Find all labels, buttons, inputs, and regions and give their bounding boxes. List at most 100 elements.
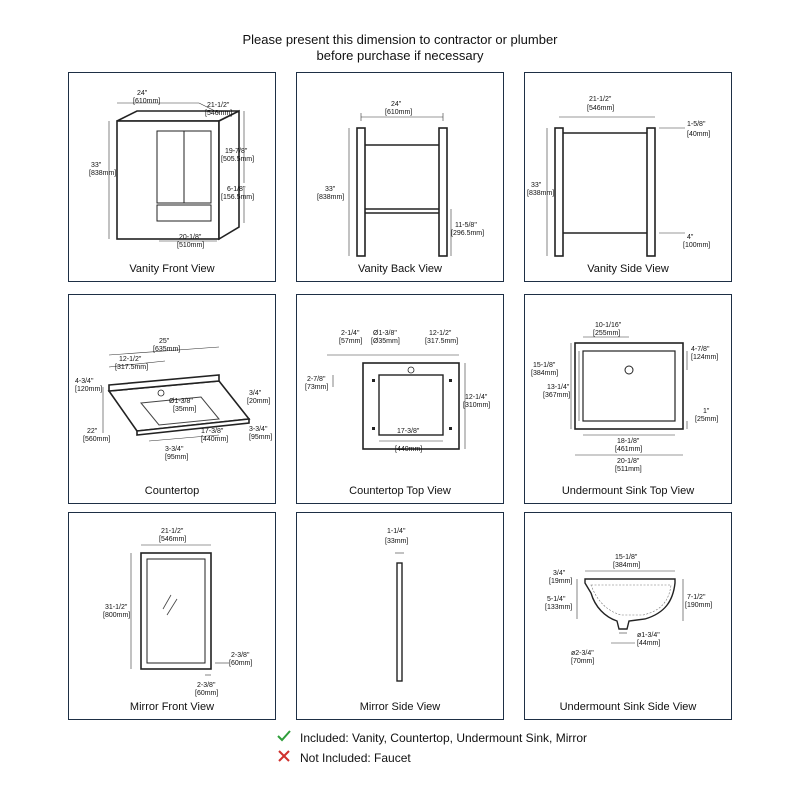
label: ø2-3/4" [571,650,594,657]
label: [800mm] [103,612,130,619]
label: ø1-3/4" [637,632,660,639]
label: 2-1/4" [341,330,360,337]
faucet-hole [157,389,165,397]
label: [384mm] [531,370,558,377]
panel-sink-top: 10-1/16" [255mm] 15-1/8" [384mm] 4-7/8" … [524,294,732,504]
label: [60mm] [229,660,252,667]
label: 1-1/4" [387,528,406,535]
label: 10-1/16" [595,322,622,329]
label: 17-3/8" [201,428,224,435]
glass-reflection [162,594,172,610]
legend-not-included: Not Included: Faucet [276,748,587,768]
label: 11-5/8" [455,222,477,229]
label: 1" [703,408,710,415]
label: 18-1/8" [617,438,640,445]
mount-hole [449,427,452,430]
glass-reflection [166,598,178,616]
mount-hole [372,427,375,430]
label: [57mm] [339,338,362,345]
label: [19mm] [549,578,572,585]
label: 1-5/8" [687,121,706,128]
header-line-2: before purchase if necessary [316,48,484,63]
label: 12-1/2" [119,356,142,363]
label: [255mm] [593,330,620,337]
mount-hole [449,379,452,382]
label: [610mm] [133,98,160,105]
label: 3-3/4" [249,426,268,433]
label: 21-1/2" [207,102,230,109]
side-leg-back [646,127,656,257]
label: [73mm] [305,384,328,391]
label: [156.5mm] [221,194,254,201]
label: [20mm] [247,398,270,405]
legend-included: Included: Vanity, Countertop, Undermount… [276,728,587,748]
label: 4-7/8" [691,346,710,353]
label: 4-3/4" [75,378,94,385]
label: 3/4" [249,390,262,397]
vanity-side-face [218,109,240,241]
caption-vanity-front: Vanity Front View [129,263,215,275]
side-leg-front [554,127,564,257]
label: 33" [531,182,542,189]
label: 6-1/8" [227,186,246,193]
label: 20-1/8" [179,234,202,241]
label: [40mm] [687,131,710,138]
sink-cutout [140,396,220,426]
label: 21-1/2" [589,96,612,103]
label: [838mm] [89,170,116,177]
countertop-top-drawing: 2-1/4" [57mm] Ø1-3/8" [Ø35mm] 12-1/2" [3… [305,330,490,453]
panel-vanity-side: 21-1/2" [546mm] 1-5/8" [40mm] 33" [838mm… [524,72,732,282]
panel-mirror-side: 1-1/4" [33mm] Mirror Side View [296,512,504,720]
caption-sink-side: Undermount Sink Side View [559,701,697,713]
vanity-back-drawing: 24" [610mm] 33" [838mm] 11-5/8" [296.5mm… [317,101,484,257]
label: 22" [87,428,98,435]
panel-countertop-top: 2-1/4" [57mm] Ø1-3/8" [Ø35mm] 12-1/2" [3… [296,294,504,504]
label: 3-3/4" [165,446,184,453]
label: Ø1-3/8" [169,398,193,405]
vanity-front-drawing: 24" [610mm] 21-1/2" [546mm] 33" [838mm] … [89,90,254,249]
label: [70mm] [571,658,594,665]
caption-vanity-back: Vanity Back View [358,263,442,275]
label: [546mm] [587,105,614,112]
sink-inner-line [590,584,672,616]
label: 2-3/8" [197,682,216,689]
label: 17-3/8" [397,428,420,435]
label: [95mm] [249,434,272,441]
label: [635mm] [153,346,180,353]
sink-top-drawing: 10-1/16" [255mm] 15-1/8" [384mm] 4-7/8" … [531,322,718,473]
vanity-drawer [156,204,212,222]
label: 15-1/8" [533,362,556,369]
back-leg-right [438,127,448,257]
panel-sink-side: 15-1/8" [384mm] 3/4" [19mm] 5-1/4" [133m… [524,512,732,720]
legend: Included: Vanity, Countertop, Undermount… [276,728,587,768]
drain-hole [624,365,634,375]
label: [310mm] [463,402,490,409]
label: 24" [391,101,402,108]
countertop-drawing: 25" [635mm] 12-1/2" [317.5mm] 4-3/4" [12… [75,338,272,461]
label: 2-3/8" [231,652,250,659]
label: 19-7/8" [225,148,248,155]
mirror-side-profile [396,562,403,682]
sink-profile [584,578,676,630]
label: [440mm] [201,436,228,443]
back-leg-left [356,127,366,257]
label: [560mm] [83,436,110,443]
label: 21-1/2" [161,528,184,535]
caption-vanity-side: Vanity Side View [587,263,669,275]
mirror-front-drawing: 21-1/2" [546mm] 31-1/2" [800mm] 2-3/8" [… [103,528,252,697]
cross-icon [276,749,300,768]
label: [461mm] [615,446,642,453]
label: 12-1/4" [465,394,488,401]
label: [384mm] [613,562,640,569]
sink-bowl [582,350,676,422]
faucet-hole [407,366,415,374]
label: [838mm] [527,190,554,197]
sink-opening [378,374,444,436]
panel-countertop: 25" [635mm] 12-1/2" [317.5mm] 4-3/4" [12… [68,294,276,504]
label: 13-1/4" [547,384,570,391]
label: [510mm] [177,242,204,249]
label: [44mm] [637,640,660,647]
label: [610mm] [385,109,412,116]
label: [Ø35mm] [371,338,400,345]
header-line-1: Please present this dimension to contrac… [242,32,558,47]
